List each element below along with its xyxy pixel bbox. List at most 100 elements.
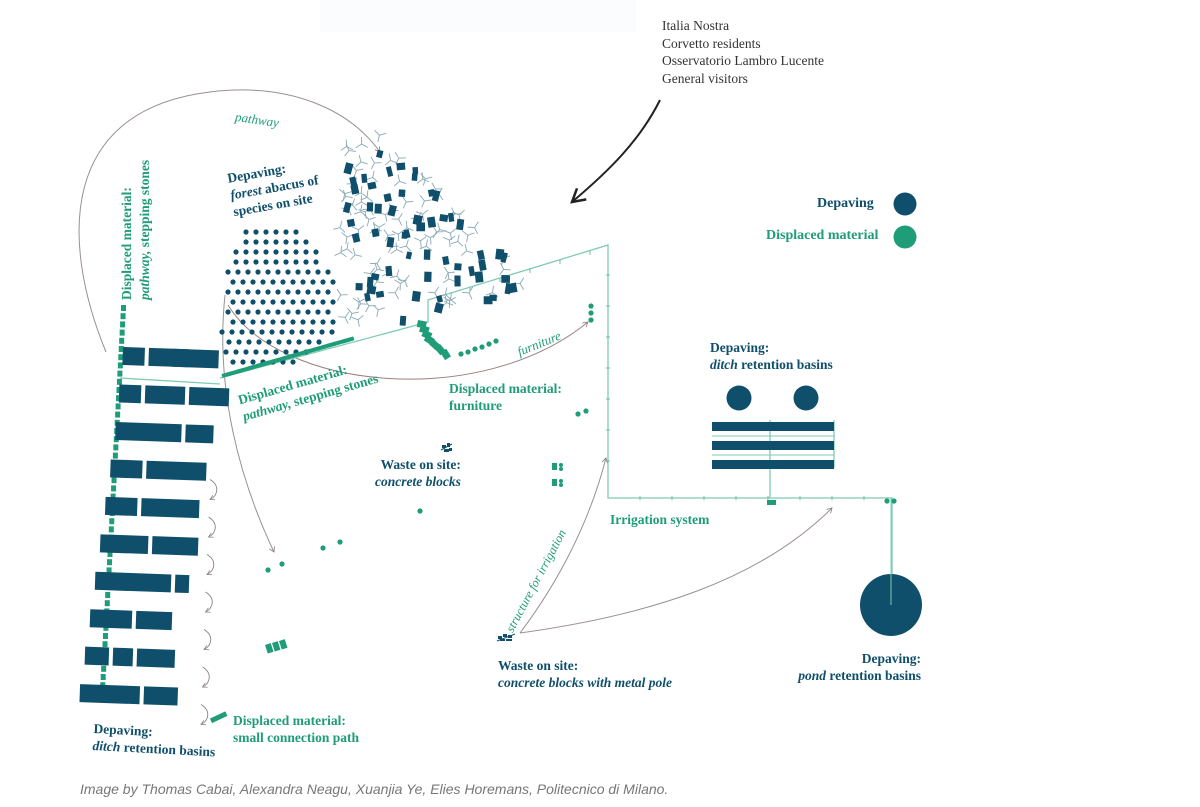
ditch-basin-bar xyxy=(712,422,834,431)
connection-path-title: Displaced material: xyxy=(233,713,346,728)
forest-block xyxy=(385,166,394,178)
ditch-block xyxy=(143,686,179,706)
furniture-label-sub: furniture xyxy=(449,398,502,413)
forest-dot xyxy=(253,249,259,255)
stepping-stone xyxy=(116,395,122,402)
forest-dot xyxy=(223,349,229,355)
forest-dot xyxy=(243,249,249,255)
forest-block xyxy=(412,166,419,175)
forest-dot xyxy=(240,299,246,305)
tree-icon xyxy=(460,243,474,256)
forest-dot xyxy=(276,339,282,345)
forest-dot xyxy=(320,279,326,285)
stepping-stone xyxy=(105,592,111,598)
forest-dot xyxy=(280,299,286,305)
tree-icon xyxy=(443,292,457,305)
forest-block xyxy=(366,285,377,295)
displaced-material-dots xyxy=(265,303,594,654)
ditch-left-em: ditch xyxy=(92,737,121,755)
forest-block xyxy=(442,256,450,266)
stakeholder-item: Corvetto residents xyxy=(662,35,761,51)
waste-concrete-sub: concrete blocks xyxy=(375,474,461,489)
forest-block xyxy=(396,162,406,171)
green-block xyxy=(272,641,281,652)
stepping-stone xyxy=(119,329,125,336)
forest-block xyxy=(387,204,397,217)
forest-dot xyxy=(293,249,299,255)
stepping-vertical-sub: pathway, stepping stones xyxy=(136,160,154,300)
forest-dot xyxy=(295,309,301,315)
forest-dot xyxy=(246,339,252,345)
forest-dot xyxy=(303,259,309,265)
stepping-stones-diagonal xyxy=(221,336,355,378)
forest-block xyxy=(386,236,395,248)
green-block xyxy=(552,479,557,486)
connection-path-sub: small connection path xyxy=(233,730,360,745)
tree-icon xyxy=(415,209,429,222)
tree-icon xyxy=(434,222,447,236)
tree-icon xyxy=(360,190,373,202)
tree-icon xyxy=(397,274,410,288)
forest-dot xyxy=(240,359,246,365)
pond-rest: retention basins xyxy=(825,668,921,683)
forest-block xyxy=(374,203,382,214)
ditch-block xyxy=(151,536,199,556)
stepping-stone xyxy=(113,444,119,451)
top-blank-band xyxy=(320,0,636,32)
connection-path-mark xyxy=(209,711,228,724)
stepping-stone xyxy=(103,624,109,631)
stepping-stone xyxy=(102,641,108,648)
forest-dot xyxy=(270,319,276,325)
forest-block xyxy=(427,216,437,228)
green-dot xyxy=(458,351,464,357)
forest-dot xyxy=(283,349,289,355)
forest-dot xyxy=(260,279,266,285)
tree-icon xyxy=(334,245,347,258)
forest-block xyxy=(342,201,352,214)
stepping-stone xyxy=(102,633,108,639)
forest-block xyxy=(495,248,505,260)
forest-dot xyxy=(235,269,241,275)
forest-block xyxy=(468,265,476,277)
green-dot xyxy=(559,467,563,471)
stepping-stone xyxy=(115,403,121,410)
tree-icon xyxy=(467,221,479,235)
green-dot xyxy=(486,341,492,347)
forest-dot xyxy=(243,349,249,355)
stepping-stone xyxy=(266,359,274,365)
forest-dot xyxy=(330,319,336,325)
tree-icon xyxy=(499,262,511,276)
forest-dot xyxy=(225,289,231,295)
forest-dot xyxy=(325,309,331,315)
forest-dot xyxy=(273,259,279,265)
forest-block xyxy=(398,189,406,198)
forest-block xyxy=(411,173,418,181)
tree-icon xyxy=(372,223,386,235)
forest-dot xyxy=(280,319,286,325)
ditch-right-sub: ditch retention basins xyxy=(710,356,833,373)
curl-arrow xyxy=(207,516,216,538)
forest-block xyxy=(351,232,361,243)
forest-block xyxy=(411,290,421,302)
stepping-stone xyxy=(106,567,112,574)
stakeholder-item: General visitors xyxy=(662,70,748,86)
forest-dot xyxy=(235,309,241,315)
tree-icon xyxy=(370,156,382,170)
forest-dot xyxy=(293,239,299,245)
forest-dot xyxy=(296,339,302,345)
stakeholder-item: Osservatorio Lambro Lucente xyxy=(662,53,824,68)
forest-block xyxy=(366,276,374,288)
waste-metal-pole-sub: concrete blocks with metal pole xyxy=(498,675,672,690)
forest-dot xyxy=(256,339,262,345)
legend-displaced-label: Displaced material xyxy=(766,228,879,243)
tree-icon xyxy=(341,232,354,244)
forest-dot xyxy=(239,329,245,335)
tree-icon xyxy=(450,234,464,247)
forest-dot xyxy=(230,319,236,325)
connection-path-label: Displaced material: small connection pat… xyxy=(233,712,359,746)
forest-dot xyxy=(283,239,289,245)
tree-icon xyxy=(442,271,456,284)
forest-dot xyxy=(253,349,259,355)
stepping-stone xyxy=(116,378,122,385)
